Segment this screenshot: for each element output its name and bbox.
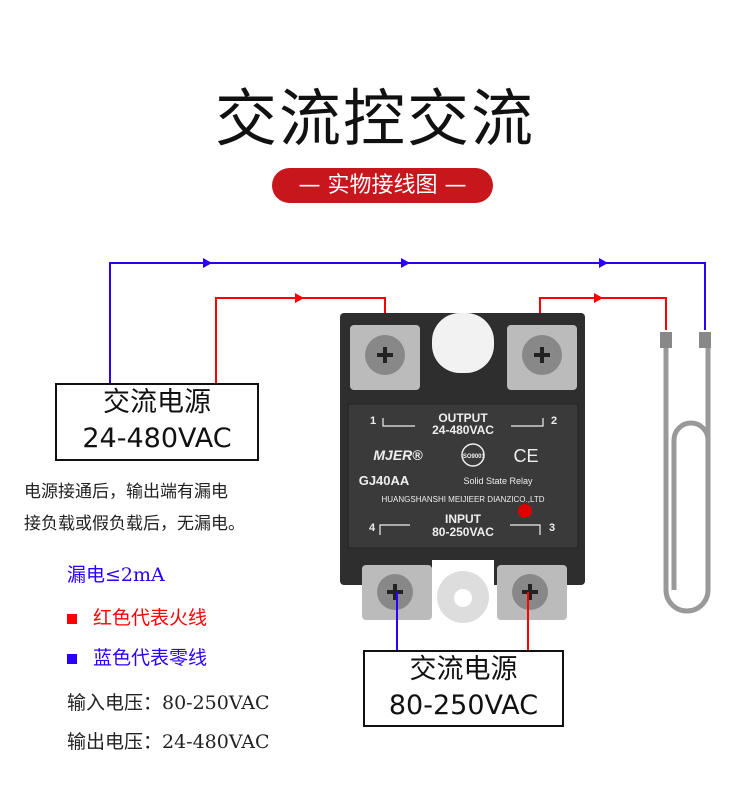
output-power-source-box: 交流电源 24-480VAC bbox=[55, 383, 259, 461]
svg-text:1: 1 bbox=[370, 415, 376, 427]
model: GJ40AA bbox=[359, 473, 410, 488]
svg-text:Solid State Relay: Solid State Relay bbox=[463, 476, 533, 486]
leakage-spec: 漏电≤2mA bbox=[67, 564, 165, 586]
input-voltage-spec: 输入电压：80-250VAC bbox=[67, 692, 270, 714]
blue-square-icon bbox=[67, 654, 77, 664]
svg-text:3: 3 bbox=[549, 522, 555, 534]
iso-badge: ISO9001 bbox=[461, 454, 485, 460]
svg-text:HUANGSHANSHI MEIJIEER DIANZICO: HUANGSHANSHI MEIJIEER DIANZICO.,LTD bbox=[382, 495, 545, 504]
legend-neutral: 蓝色代表零线 bbox=[67, 643, 207, 670]
brand-logo: MJER® bbox=[373, 447, 423, 463]
indicator-led bbox=[518, 504, 532, 518]
output-range: 24-480VAC bbox=[432, 423, 494, 437]
red-square-icon bbox=[67, 614, 77, 624]
solid-state-relay: OUTPUT 24-480VAC 1 2 MJER® ISO9001 CE GJ… bbox=[340, 313, 585, 623]
section-badge: — 实物接线图 — bbox=[272, 168, 493, 203]
leakage-note: 电源接通后，输出端有漏电 接负载或假负载后，无漏电。 bbox=[24, 482, 245, 534]
svg-text:80-250VAC: 80-250VAC bbox=[432, 525, 494, 539]
svg-text:INPUT: INPUT bbox=[445, 512, 482, 526]
input-power-source-box: 交流电源 80-250VAC bbox=[363, 650, 564, 727]
output-label: OUTPUT bbox=[438, 411, 488, 425]
terminal-screw-3 bbox=[497, 565, 567, 620]
output-voltage-spec: 输出电压：24-480VAC bbox=[67, 731, 270, 753]
svg-text:4: 4 bbox=[369, 522, 376, 534]
legend-live: 红色代表火线 bbox=[67, 603, 207, 630]
terminal-screw-2 bbox=[507, 325, 577, 390]
ce-mark: CE bbox=[513, 446, 538, 466]
terminal-screw-1 bbox=[350, 325, 420, 390]
heater-element-icon bbox=[660, 332, 711, 614]
svg-text:2: 2 bbox=[551, 415, 557, 427]
page-title: 交流控交流 bbox=[214, 82, 535, 155]
